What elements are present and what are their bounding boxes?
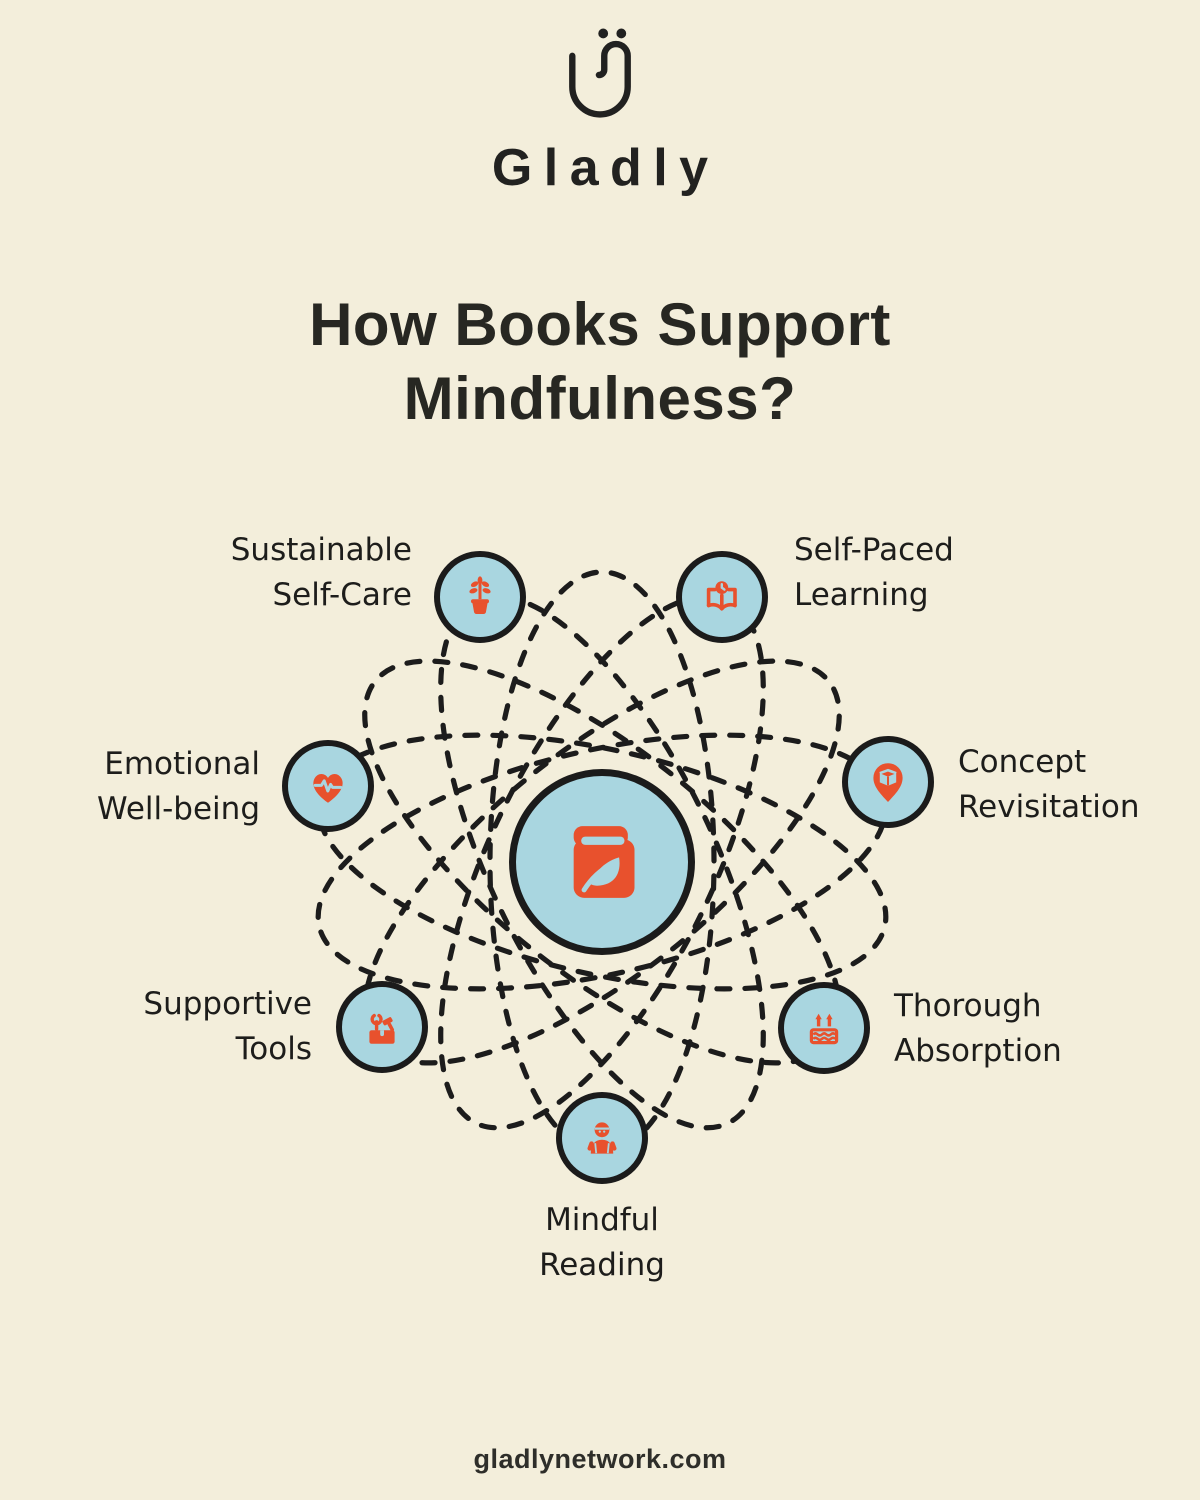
node-sustainable-self-care <box>434 551 526 643</box>
label-mindful-reading: Mindful Reading <box>539 1198 665 1288</box>
sponge-arrows-icon <box>809 1013 839 1045</box>
book-with-leaf-icon <box>573 826 635 898</box>
label-line: Revisitation <box>958 789 1140 825</box>
node-self-paced-learning <box>676 551 768 643</box>
label-line: Absorption <box>894 1033 1062 1069</box>
label-line: Supportive <box>143 986 312 1022</box>
label-sustainable-self-care: Sustainable Self-Care <box>231 528 412 618</box>
label-line: Well-being <box>96 791 260 827</box>
label-self-paced-learning: Self-Paced Learning <box>794 528 954 618</box>
label-line: Concept <box>958 744 1087 780</box>
meditating-reader-icon <box>587 1122 617 1154</box>
label-line: Reading <box>539 1247 665 1283</box>
potted-plant-icon <box>469 576 491 615</box>
toolbox-tools-icon <box>369 1013 395 1044</box>
label-line: Learning <box>794 577 929 613</box>
label-supportive-tools: Supportive Tools <box>143 982 312 1072</box>
footer-url: gladlynetwork.com <box>473 1444 727 1474</box>
label-line: Self-Paced <box>794 532 954 568</box>
center-node <box>509 769 695 955</box>
node-emotional-well-being <box>282 740 374 832</box>
label-line: Emotional <box>104 746 260 782</box>
node-thorough-absorption <box>778 982 870 1074</box>
label-thorough-absorption: Thorough Absorption <box>894 984 1062 1074</box>
page-title-line2: Mindfulness? <box>403 365 797 432</box>
node-concept-revisitation <box>842 736 934 828</box>
page-title-line1: How Books Support <box>309 291 891 358</box>
label-line: Tools <box>235 1031 312 1067</box>
map-pin-book-icon <box>873 763 903 802</box>
open-book-clock-icon <box>706 581 737 611</box>
label-line: Self-Care <box>272 577 412 613</box>
label-line: Thorough <box>894 988 1042 1024</box>
brand-wordmark: Gladly <box>491 139 720 197</box>
label-emotional-well-being: Emotional Well-being <box>97 742 260 832</box>
label-line: Mindful <box>545 1202 659 1238</box>
heart-pulse-icon <box>313 774 343 803</box>
node-supportive-tools <box>336 981 428 1073</box>
gladly-mark-icon <box>569 28 631 118</box>
label-line: Sustainable <box>230 532 412 568</box>
logo-wrap <box>0 26 1200 124</box>
node-mindful-reading <box>556 1092 648 1184</box>
page-title: How Books Support Mindfulness? <box>0 288 1200 436</box>
label-concept-revisitation: Concept Revisitation <box>958 740 1139 830</box>
